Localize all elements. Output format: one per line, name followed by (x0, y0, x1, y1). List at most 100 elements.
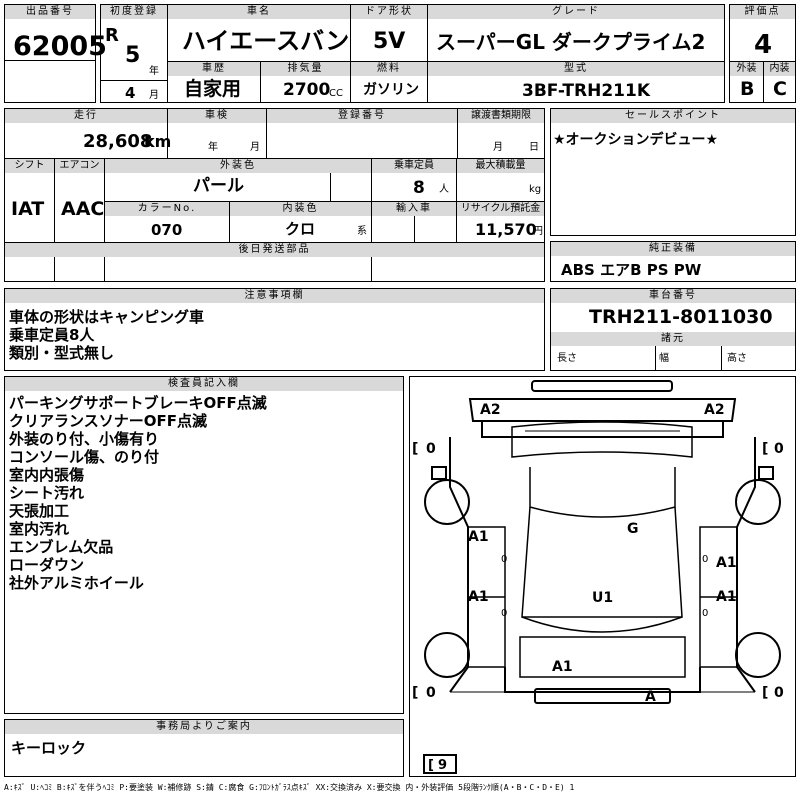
car-outline-drawing (423, 380, 781, 774)
color: パール (193, 176, 244, 196)
damage-roof: U1 (592, 590, 614, 606)
office-cell: 事務局よりご案内 キーロック (4, 719, 404, 777)
year-unit: 年 (149, 66, 159, 77)
damage-front-left: A2 (480, 402, 501, 418)
damage-left-rear-door: A1 (468, 589, 489, 605)
exterior-grade-label: 外装 (730, 62, 763, 76)
fuel-cell: 燃料 ガソリン (350, 61, 428, 103)
zero-marker: 0 (501, 608, 508, 619)
interior-grade-label: 内装 (764, 62, 795, 76)
mileage-label: 走行 (5, 109, 167, 123)
exterior-grade: B (740, 78, 755, 100)
sales-point-cell: セールスポイント ★オークションデビュー★ (550, 108, 796, 236)
length-label: 長さ (557, 353, 577, 364)
sales-point: ★オークションデビュー★ (553, 132, 719, 148)
damage-rear-bumper: A (645, 689, 656, 705)
inspector-line: 室内内張傷 (9, 466, 85, 484)
inspector-line: シート汚れ (9, 484, 85, 502)
notes-label: 注意事項欄 (5, 289, 544, 303)
capacity-unit: 人 (439, 184, 449, 195)
displacement-label: 排気量 (261, 62, 350, 76)
recycle: 11,570 (475, 220, 537, 239)
month-unit: 月 (149, 90, 159, 101)
interior-grade-cell: 内装 C (763, 61, 796, 103)
inspector-label: 検査員記入欄 (5, 377, 403, 391)
lot-number-label: 出品番号 (5, 5, 95, 19)
reg-month: 4 (125, 84, 136, 102)
inspection-label: 車検 (168, 109, 266, 123)
zero-marker: 0 (702, 608, 709, 619)
damage-windshield: G (627, 521, 639, 537)
inspector-line: 社外アルミホイール (9, 574, 144, 592)
inspector-line: エンブレム欠品 (9, 538, 114, 556)
tire-front-left: 0 (426, 441, 436, 457)
history-label: 車歴 (168, 62, 260, 76)
inspector-line: 天張加工 (9, 502, 70, 520)
chassis-label: 車台番号 (551, 289, 795, 303)
lot-number-cell: 出品番号 62005 (4, 4, 107, 61)
capacity: 8 (413, 178, 425, 198)
equipment-cell: 純正装備 ABS エアB PS PW (550, 241, 796, 282)
damage-right-rear-door: A1 (716, 589, 737, 605)
int-color-unit: 系 (357, 226, 367, 237)
interior-grade: C (773, 78, 787, 100)
score-label: 評価点 (730, 5, 795, 19)
tire-rear-right: 0 (774, 685, 784, 701)
color-no-label: カラーNo. (105, 202, 229, 216)
fuel-label: 燃料 (351, 62, 427, 76)
mileage: 28,608 (83, 131, 153, 152)
model-cell: 型式 3BF-TRH211K (427, 61, 725, 103)
later-parts-label: 後日発送部品 (5, 243, 544, 257)
dims-label: 諸元 (551, 332, 795, 346)
note-line: 車体の形状はキャンピング車 (9, 308, 205, 326)
load-unit: kg (529, 184, 542, 195)
history: 自家用 (184, 78, 242, 100)
capacity-label: 乗車定員 (372, 159, 456, 173)
inspector-line: ローダウン (9, 556, 85, 574)
shift-label: シフト (5, 159, 54, 173)
grade-cell: グレード スーパーGL ダークプライム2 (427, 4, 725, 62)
chassis-number: TRH211-8011030 (589, 306, 773, 328)
tire-rear-left-bracket: [ (412, 685, 419, 701)
color-label: 外装色 (105, 159, 371, 173)
width-label: 幅 (659, 353, 669, 364)
lot-bottom-cell (4, 60, 96, 103)
color-no: 070 (151, 221, 183, 239)
tire-front-right-bracket: [ (762, 441, 769, 457)
office-label: 事務局よりご案内 (5, 720, 403, 734)
first-registration-label: 初度登録 (101, 5, 167, 19)
doors-cell: ドア形状 5V (350, 4, 428, 62)
shift: IAT (11, 198, 45, 220)
sales-point-label: セールスポイント (551, 109, 795, 123)
import-label: 輸入車 (372, 202, 456, 216)
damage-rear-left: A1 (552, 659, 573, 675)
transfer-month-unit: 月 (493, 142, 503, 153)
grade-label: グレード (428, 5, 724, 19)
inspector-line: クリアランスソナーOFF点滅 (9, 412, 207, 430)
zero-marker: 0 (702, 554, 709, 565)
height-label: 高さ (727, 353, 747, 364)
displacement: 2700 (283, 80, 331, 100)
zero-marker: 0 (501, 554, 508, 565)
model: 3BF-TRH211K (522, 81, 651, 101)
displacement-unit: CC (329, 88, 343, 99)
inspector-line: 外装のり付、小傷有り (9, 430, 160, 448)
lot-number: 62005 (13, 31, 107, 62)
inspection-year-unit: 年 (208, 142, 218, 153)
tire-front-left-bracket: [ (412, 441, 419, 457)
displacement-cell: 排気量 2700 CC (260, 61, 351, 103)
reg-no-label: 登録番号 (267, 109, 457, 123)
tire-rear-right-bracket: [ (762, 685, 769, 701)
transfer-label: 譲渡書類期限 (458, 109, 544, 123)
inspection-month-unit: 月 (250, 142, 260, 153)
fuel: ガソリン (363, 82, 419, 98)
grade: スーパーGL ダークプライム2 (436, 30, 706, 54)
equipment: ABS エアB PS PW (561, 261, 702, 279)
doors: 5V (373, 29, 406, 54)
equipment-label: 純正装備 (551, 242, 795, 256)
first-registration-cell: 初度登録 R 5 年 4 月 (100, 4, 168, 103)
history-cell: 車歴 自家用 (167, 61, 261, 103)
car-name-cell: 車名 ハイエースバン (167, 4, 351, 62)
chassis-cell: 車台番号 TRH211-8011030 諸元 長さ 幅 高さ (550, 288, 796, 371)
ac: AAC (61, 198, 105, 220)
